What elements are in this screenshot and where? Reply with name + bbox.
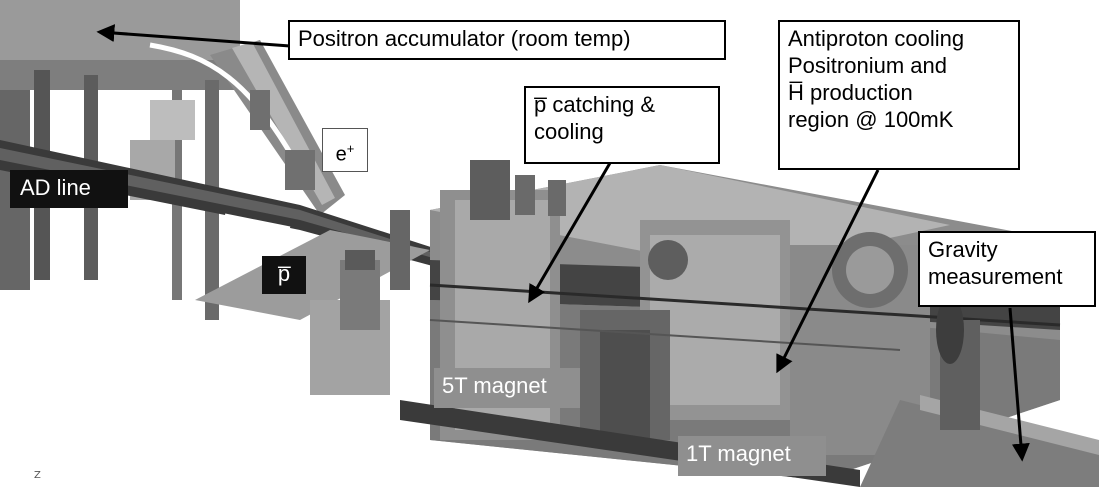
- pbar-label: p̅: [262, 256, 306, 294]
- axis-z-label: Z: [34, 470, 41, 481]
- pbar-catching-line-1: p̅ catching &: [534, 92, 656, 117]
- pbar-catching-line-2: cooling: [534, 119, 604, 144]
- production-region-line-3: H̅ production: [788, 80, 913, 105]
- positron-superscript: +: [346, 141, 355, 156]
- production-region-callout: Antiproton cooling Positronium and H̅ pr…: [778, 20, 1020, 170]
- production-region-line-1: Antiproton cooling: [788, 26, 965, 51]
- positron-accumulator-callout: Positron accumulator (room temp): [288, 20, 726, 60]
- production-region-line-4: region @ 100mK: [788, 107, 954, 132]
- positron-symbol: e: [335, 143, 347, 166]
- gravity-line-1: Gravity: [928, 237, 998, 262]
- pbar-catching-callout: p̅ catching & cooling: [524, 86, 720, 164]
- ad-line-label: AD line: [10, 170, 128, 208]
- positron-label: e+: [322, 128, 368, 172]
- magnet-5t-label: 5T magnet: [434, 368, 580, 408]
- production-region-line-2: Positronium and: [788, 53, 947, 78]
- platform: [195, 210, 430, 395]
- gravity-callout: Gravity measurement: [918, 231, 1096, 307]
- positron-accumulator-label: Positron accumulator (room temp): [298, 26, 631, 51]
- positron-transfer-line: [149, 40, 345, 215]
- gravity-line-2: measurement: [928, 264, 1063, 289]
- magnet-1t-label: 1T magnet: [678, 436, 826, 476]
